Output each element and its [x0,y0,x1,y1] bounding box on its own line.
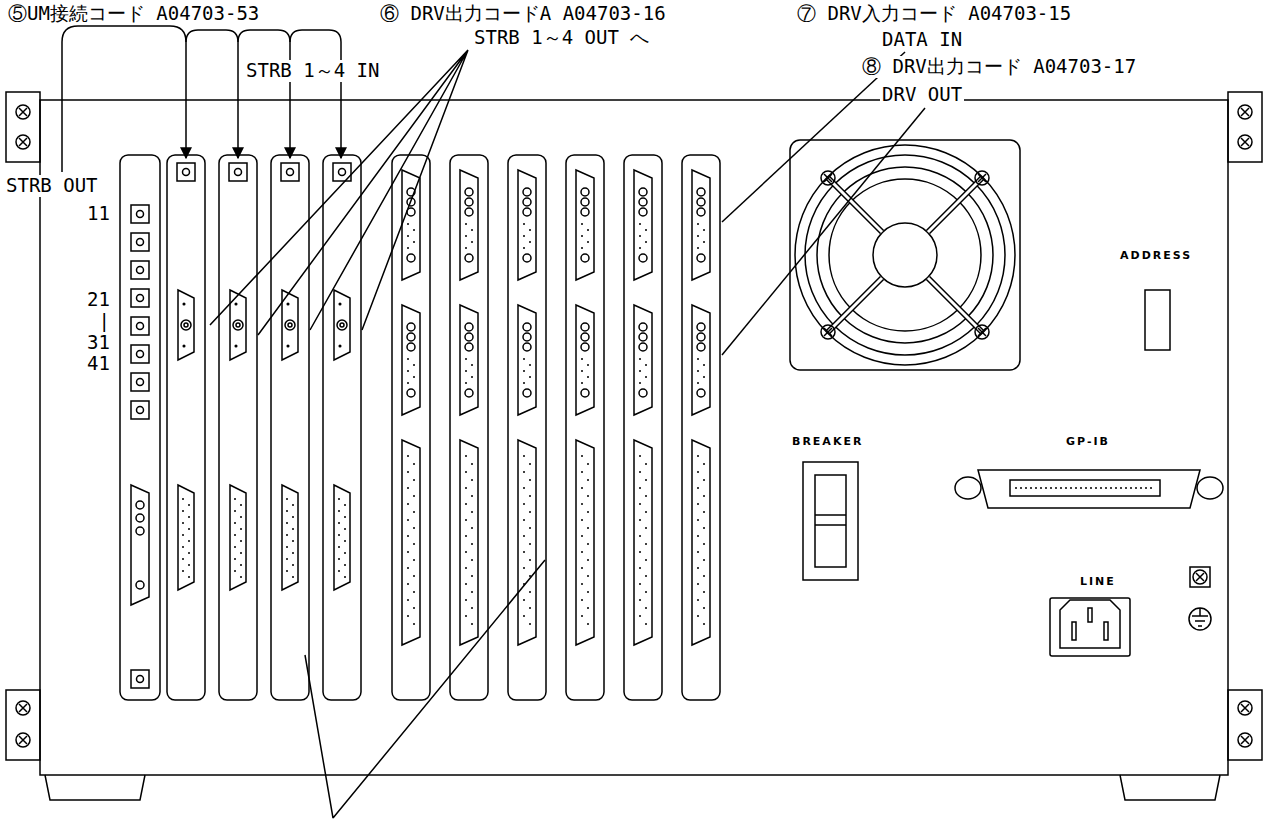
callout-label: ⑥ DRV出力コードA A04703-16 [378,3,668,25]
channel-number: 11 [85,203,112,225]
connection-note: STRB 1～4 OUT へ [472,27,651,49]
channel-number: 31 [85,332,112,354]
panel-label: LINE [1078,576,1118,589]
callout-label: ⑧ DRV出力コード A04703-17 [860,56,1138,78]
panel-label: BREAKER [790,436,865,449]
signal-name: STRB OUT [4,175,100,197]
signal-name: STRB 1～4 IN [244,60,381,82]
channel-number: 21 [85,289,112,311]
channel-number: | [97,311,112,333]
signal-name: DATA IN [880,29,964,51]
callout-label: ⑦ DRV入力コード A04703-15 [795,3,1073,25]
channel-number: 41 [85,353,112,375]
panel-label: ADDRESS [1118,250,1194,263]
panel-label: GP-IB [1064,436,1112,449]
callout-label: ⑤UM接続コード A04703-53 [6,3,261,25]
signal-name: DRV OUT [880,84,964,106]
